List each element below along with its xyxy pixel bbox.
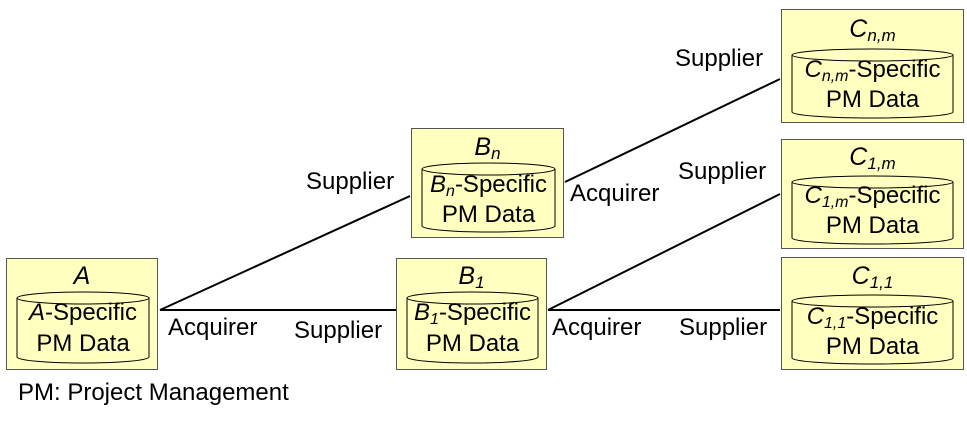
node-c11: C1,1 C1,1-Specific PM Data bbox=[781, 257, 964, 370]
node-cnm-label: Cn,m bbox=[849, 15, 896, 45]
node-c1m-label: C1,m bbox=[849, 143, 896, 173]
node-c11-data-line2: PM Data bbox=[825, 333, 920, 360]
node-c1m-data-line1: C1,m-Specific bbox=[804, 182, 941, 211]
role-label-cnm-supplier: Supplier bbox=[675, 45, 764, 72]
node-b1-label: B1 bbox=[458, 262, 485, 292]
node-a-data-line1: A-Specific bbox=[28, 299, 138, 326]
edge-bn-cnm bbox=[564, 78, 781, 183]
node-c1m-database: C1,m-Specific PM Data bbox=[791, 175, 954, 246]
node-cnm-database: Cn,m-Specific PM Data bbox=[791, 48, 954, 120]
node-c1m: C1,m C1,m-Specific PM Data bbox=[781, 139, 964, 249]
role-label-bn-supplier: Supplier bbox=[306, 168, 395, 195]
role-label-bn-acquirer: Acquirer bbox=[570, 180, 660, 207]
node-a-data-line2: PM Data bbox=[36, 330, 130, 357]
role-label-b1-supplier: Supplier bbox=[294, 317, 383, 344]
database-cylinder-icon bbox=[421, 162, 556, 233]
node-cnm-data-line1: Cn,m-Specific bbox=[804, 56, 941, 85]
footnote: PM: Project Management bbox=[18, 379, 289, 406]
role-label-c11-supplier: Supplier bbox=[679, 314, 768, 341]
node-bn: Bn Bn-Specific PM Data bbox=[411, 128, 564, 238]
node-b1-data-line2: PM Data bbox=[425, 330, 520, 357]
database-cylinder-icon bbox=[16, 291, 150, 364]
role-label-b1-acquirer: Acquirer bbox=[552, 314, 642, 341]
node-a-label: A bbox=[73, 262, 91, 290]
edge-b1-c1m bbox=[547, 193, 781, 311]
node-c11-data-line1: C1,1-Specific bbox=[806, 303, 939, 332]
node-bn-database: Bn-Specific PM Data bbox=[421, 162, 556, 234]
database-cylinder-icon bbox=[406, 291, 539, 364]
database-cylinder-icon bbox=[791, 294, 954, 365]
node-c11-database: C1,1-Specific PM Data bbox=[791, 294, 954, 366]
node-c1m-data-line2: PM Data bbox=[825, 212, 920, 239]
node-cnm: Cn,m Cn,m-Specific PM Data bbox=[781, 9, 964, 123]
node-c11-label: C1,1 bbox=[851, 262, 894, 292]
edge-a-bn bbox=[159, 195, 411, 311]
node-b1-database: B1-Specific PM Data bbox=[406, 291, 539, 365]
node-a-database: A-Specific PM Data bbox=[16, 291, 150, 365]
node-b1: B1 B1-Specific PM Data bbox=[396, 258, 547, 370]
node-cnm-data-line2: PM Data bbox=[825, 86, 920, 113]
role-label-a-acquirer: Acquirer bbox=[168, 314, 258, 341]
node-a: A A-Specific PM Data bbox=[6, 258, 158, 370]
role-label-c1m-supplier: Supplier bbox=[678, 158, 767, 185]
node-bn-label: Bn bbox=[474, 133, 501, 163]
node-b1-data-line1: B1-Specific bbox=[414, 299, 531, 328]
database-cylinder-icon bbox=[791, 48, 954, 119]
database-cylinder-icon bbox=[791, 175, 954, 245]
node-bn-data-line1: Bn-Specific bbox=[430, 171, 547, 200]
node-bn-data-line2: PM Data bbox=[441, 201, 536, 228]
